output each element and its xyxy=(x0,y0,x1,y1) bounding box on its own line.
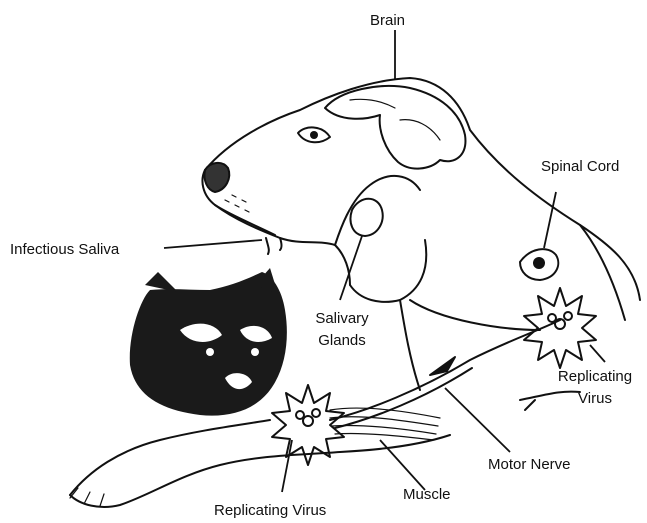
label-brain: Brain xyxy=(370,12,405,29)
label-replicating-virus-right: Replicating Virus xyxy=(545,368,645,407)
label-infectious-saliva: Infectious Saliva xyxy=(10,241,119,258)
brain-shape xyxy=(325,30,465,169)
virus-burst-right xyxy=(524,288,605,368)
label-spinal-cord: Spinal Cord xyxy=(541,158,619,175)
spinal-cord-shape xyxy=(520,192,558,280)
label-salivary-glands-line1: Salivary xyxy=(302,310,382,327)
dog-leg xyxy=(70,392,580,507)
label-motor-nerve: Motor Nerve xyxy=(488,456,571,473)
label-salivary-glands: Salivary Glands xyxy=(302,310,382,349)
label-replicating-virus-right-line1: Replicating xyxy=(545,368,645,385)
label-salivary-glands-line2: Glands xyxy=(302,332,382,349)
virus-burst-left xyxy=(272,385,344,492)
label-replicating-virus-right-line2: Virus xyxy=(545,390,645,407)
raccoon-head xyxy=(130,268,287,416)
label-muscle: Muscle xyxy=(403,486,451,503)
saliva-drips xyxy=(164,238,282,254)
label-replicating-virus-bottom: Replicating Virus xyxy=(214,502,326,519)
